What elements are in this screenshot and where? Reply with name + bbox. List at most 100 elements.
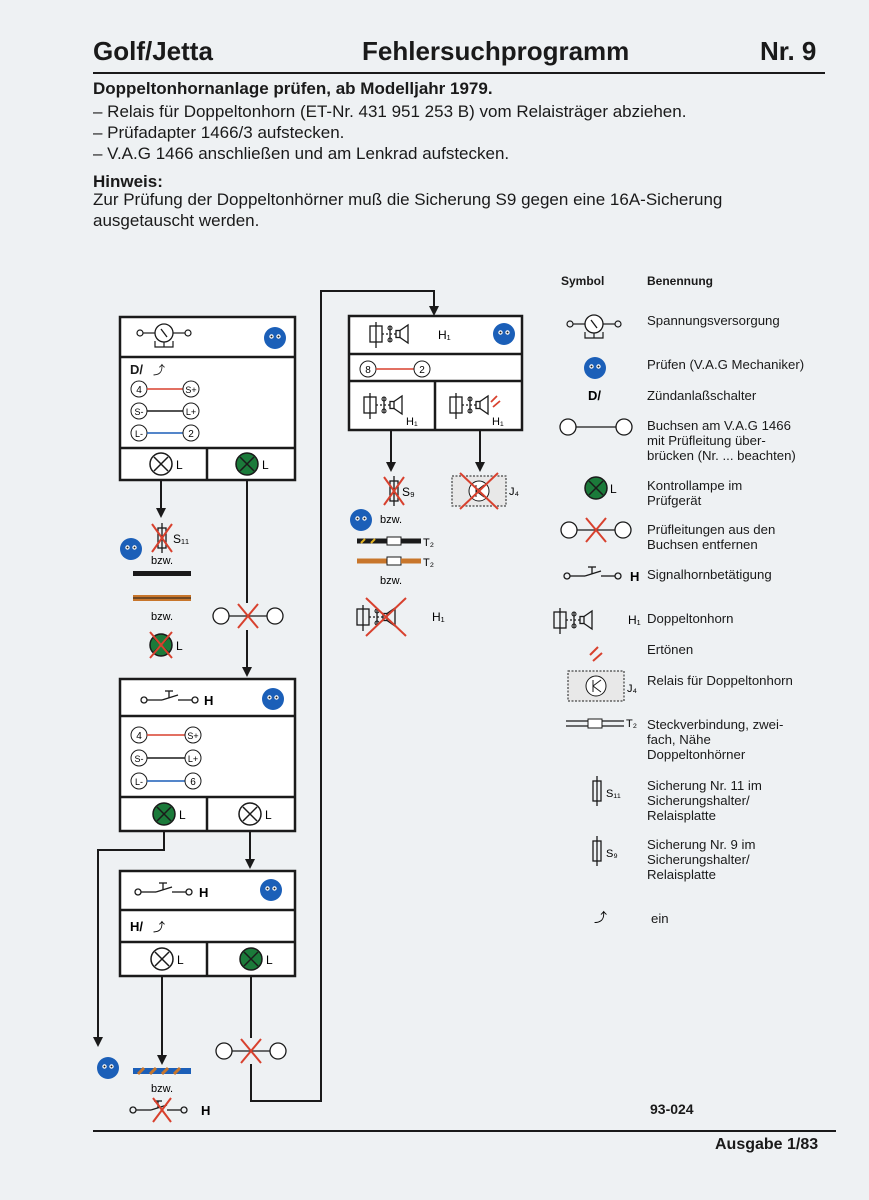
- check-icon: [120, 538, 142, 560]
- check-icon: [262, 688, 284, 710]
- horn-button-label: H: [201, 1103, 210, 1118]
- sounding-icon: [589, 646, 603, 662]
- check-icon: [260, 879, 282, 901]
- pin-label: L+: [186, 407, 196, 417]
- legend-item-text: ein: [651, 911, 669, 926]
- lamp-label: L: [176, 639, 183, 653]
- lamp-label: L: [265, 808, 272, 822]
- check-icon: [350, 509, 372, 531]
- legend-item-text: Prüfleitungen aus den Buchsen entfernen: [647, 522, 776, 552]
- lamp-on-icon: [235, 452, 259, 476]
- horn-label: H₁: [406, 416, 418, 428]
- pin-label: 4: [136, 731, 142, 742]
- relay-label: J₄: [627, 683, 638, 695]
- fuse-s11-label: S₁₁: [173, 532, 189, 546]
- fuse-s9-label: S₉: [606, 848, 618, 860]
- lamp-on-icon: [239, 947, 263, 971]
- pin-label: L-: [135, 429, 143, 439]
- legend-item-text: Spannungsversorgung: [647, 313, 780, 328]
- horn-button-icon: [563, 566, 622, 580]
- step-2: – Prüfadapter 1466/3 aufstecken.: [93, 123, 345, 142]
- fuse-wire-icon: [133, 571, 191, 576]
- section-title: Doppeltonhornanlage prüfen, ab Modelljah…: [93, 79, 493, 98]
- supply-icon: [566, 314, 622, 339]
- relay-j4-icon: [451, 472, 507, 510]
- legend-col-symbol: Symbol: [561, 274, 605, 288]
- horn-label: H₁: [628, 613, 641, 627]
- bzw-label: bzw.: [380, 575, 402, 587]
- header-model: Golf/Jetta: [93, 36, 213, 66]
- legend-col-name: Benennung: [647, 274, 713, 288]
- lamp-off-icon: [149, 452, 173, 476]
- lamp-label: L: [179, 808, 186, 822]
- pin-label: L+: [188, 754, 198, 764]
- test-box-ignition: D/ ⤴ 4 S+ S- L+ L- 2: [118, 315, 297, 482]
- horn-label: H₁: [438, 328, 451, 342]
- test-box-dual-horn: H₁ 8 2 H₁ H₁: [347, 314, 524, 432]
- on-icon: ⤴: [594, 910, 607, 925]
- legend-item-text: Buchsen am V.A.G 1466 mit Prüfleitung üb…: [647, 418, 796, 463]
- pin-bridge-row: 4 S+: [130, 726, 202, 744]
- lamp-off-icon: [238, 802, 262, 826]
- horn-label: H₁: [432, 610, 445, 624]
- lamp-label: L: [610, 482, 617, 496]
- note-line-2: ausgetauscht werden.: [93, 211, 260, 230]
- legend-item-text: Prüfen (V.A.G Mechaniker): [647, 357, 805, 372]
- header-title: Fehlersuchprogramm: [362, 36, 630, 66]
- check-icon: [97, 1057, 119, 1079]
- pin-label: 6: [190, 777, 196, 788]
- bzw-label: bzw.: [151, 611, 173, 623]
- horn-button-label: H: [630, 569, 639, 584]
- legend-item-text: Sicherung Nr. 11 im Sicherungshalter/ Re…: [647, 778, 762, 823]
- legend-item-text: Sicherung Nr. 9 im Sicherungshalter/ Rel…: [647, 837, 756, 882]
- pin-bridge-row: S- L+: [130, 402, 200, 420]
- legend-item-text: Zündanlaßschalter: [647, 388, 757, 403]
- lamp-on-icon: [152, 802, 176, 826]
- pin-label: 2: [419, 365, 425, 376]
- on-icon: ⤴: [153, 362, 165, 377]
- pin-label: S-: [135, 754, 144, 764]
- pin-label: S+: [185, 385, 196, 395]
- step-1: – Relais für Doppeltonhorn (ET-Nr. 431 9…: [93, 102, 687, 121]
- pin-label: 4: [136, 385, 142, 396]
- check-icon: [584, 357, 606, 379]
- pin-bridge-row: L- 2: [130, 424, 200, 442]
- remove-leads-icon: [215, 1038, 287, 1064]
- pin-bridge-row: 4 S+: [130, 380, 200, 398]
- pin-label: 2: [188, 429, 194, 440]
- fuse-s9-icon: [592, 835, 602, 867]
- note-title: Hinweis:: [93, 172, 163, 191]
- lamp-label: L: [177, 953, 184, 967]
- lamp-off-icon: [150, 947, 174, 971]
- remove-leads-icon: [560, 517, 632, 543]
- test-box-horn-button: H 4 S+ S- L+ L- 6: [118, 677, 297, 833]
- footer-rule: [93, 1130, 836, 1132]
- pin-bridge-row: L- 6: [130, 772, 202, 790]
- on-icon: ⤴: [153, 919, 165, 934]
- bzw-label: bzw.: [151, 555, 173, 567]
- fuse-s11-icon: [592, 775, 602, 807]
- header-rule: [93, 72, 825, 74]
- connector-t2-icon: [357, 556, 421, 566]
- lamp-label: L: [262, 458, 269, 472]
- horn-button-icon: [129, 1100, 188, 1114]
- remove-leads-icon: [212, 603, 284, 629]
- relay-j4-icon: [567, 670, 625, 702]
- legend-item-text: Signalhornbetätigung: [647, 567, 772, 582]
- switch-label: D/: [130, 362, 143, 377]
- note-line-1: Zur Prüfung der Doppeltonhörner muß die …: [93, 190, 723, 209]
- lamp-on-icon: [584, 476, 608, 500]
- ignition-switch-icon: D/: [588, 388, 601, 403]
- relay-label: J₄: [509, 486, 520, 498]
- switch-label: H/: [130, 919, 143, 934]
- pin-label: S-: [135, 407, 144, 417]
- bzw-label: bzw.: [151, 1083, 173, 1095]
- legend-item-text: Ertönen: [647, 642, 694, 657]
- connector-label: T₂: [626, 718, 637, 730]
- dual-horn-icon: [553, 607, 593, 635]
- fuse-wire-striped-icon: [133, 1066, 191, 1076]
- horn-button-label: H: [199, 885, 208, 900]
- bridge-leads-icon: [559, 418, 633, 436]
- check-icon: [493, 323, 515, 345]
